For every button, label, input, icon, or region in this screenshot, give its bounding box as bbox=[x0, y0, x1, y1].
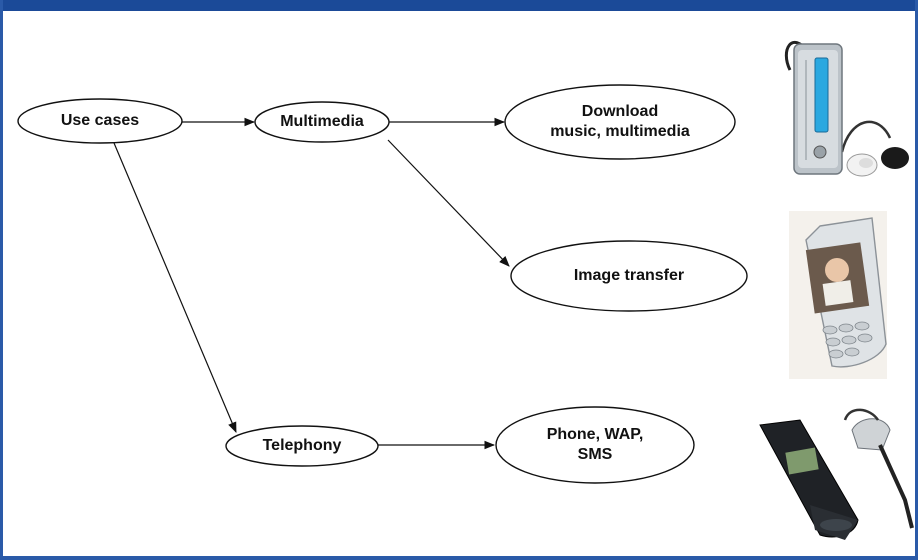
label-use-cases: Use cases bbox=[60, 112, 140, 129]
label-image-transfer: Image transfer bbox=[573, 267, 685, 284]
mp3-player-icon bbox=[784, 40, 909, 177]
edge-multimedia-image-transfer bbox=[387, 139, 510, 267]
bottom-border bbox=[0, 556, 918, 560]
label-telephony: Telephony bbox=[262, 437, 342, 454]
node-image-transfer bbox=[510, 240, 748, 312]
smartphone-icon bbox=[789, 211, 887, 379]
right-border bbox=[915, 0, 918, 560]
node-telephony bbox=[225, 425, 379, 467]
node-use-cases bbox=[17, 98, 183, 144]
left-border bbox=[0, 0, 3, 560]
edge-use-cases-telephony bbox=[113, 142, 237, 433]
label-download: Download music, multimedia bbox=[550, 103, 690, 140]
node-phone-wap-sms bbox=[495, 406, 695, 484]
flip-phone-headset-icon bbox=[759, 408, 914, 540]
label-phone-wap-sms: Phone, WAP, SMS bbox=[546, 426, 644, 463]
top-border-band bbox=[0, 0, 918, 11]
label-multimedia: Multimedia bbox=[280, 113, 364, 130]
